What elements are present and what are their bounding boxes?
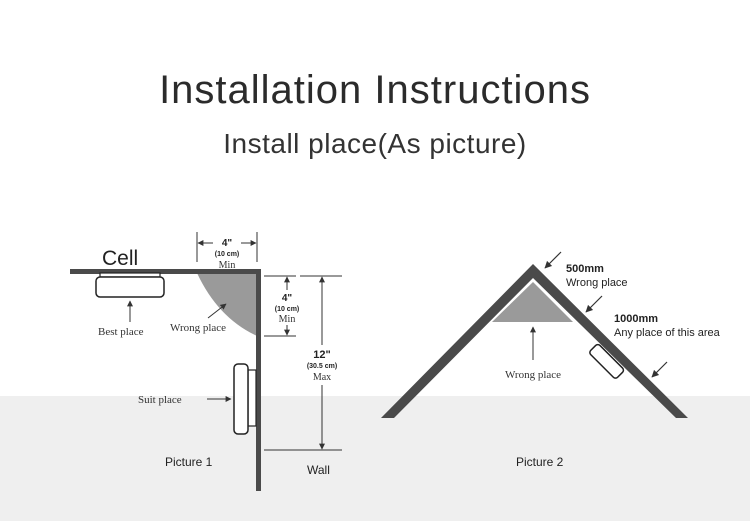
dim-500-label: 500mm — [566, 263, 604, 275]
max-dim-value: 12" — [313, 349, 330, 361]
top-dim-note: Min — [219, 260, 236, 271]
wrong-place-2-label: Wrong place — [505, 369, 561, 381]
wrong-place-label: Wrong place — [170, 322, 226, 334]
wrong-place-1-label: Wrong place — [566, 277, 628, 289]
suit-place-label: Suit place — [138, 394, 182, 406]
side-dim-metric: (10 cm) — [275, 306, 300, 313]
top-dim-metric: (10 cm) — [215, 251, 240, 258]
picture-1-caption: Picture 1 — [165, 455, 213, 469]
best-place-label: Best place — [98, 326, 144, 338]
max-dim-metric: (30.5 cm) — [307, 363, 337, 370]
ceiling-detector-body — [95, 276, 165, 298]
picture-2: 500mm Wrong place 1000mm Any place of th… — [381, 251, 721, 469]
max-dim-note: Max — [313, 372, 331, 383]
wall-detector-body — [233, 363, 249, 435]
side-dim-note: Min — [279, 314, 296, 325]
dim-1000-label: 1000mm — [614, 313, 658, 325]
1000mm-pointer — [651, 361, 668, 378]
top-dim-value: 4" — [222, 238, 233, 249]
wall-label: Wall — [307, 463, 330, 477]
page-subtitle: Install place(As picture) — [223, 128, 527, 159]
floor-background — [0, 396, 750, 521]
picture-2-caption: Picture 2 — [516, 455, 564, 469]
page-title: Installation Instructions — [159, 68, 591, 112]
wrong-zone-apex — [492, 282, 573, 322]
side-dim-value: 4" — [282, 293, 293, 304]
wrong-zone-corner — [197, 273, 257, 336]
roof-detector — [589, 343, 625, 379]
wall-detector-base — [247, 369, 257, 427]
ceiling-line — [70, 269, 261, 274]
apex-pointer — [544, 251, 562, 269]
wall-line — [256, 269, 261, 491]
500mm-pointer — [585, 295, 603, 313]
picture-1: Cell 4" (10 cm) Min 4" (10 cm) Min 12" (… — [70, 232, 342, 491]
any-place-label: Any place of this area — [614, 327, 721, 339]
wrong-place-pointer — [207, 303, 227, 319]
ceiling-label: Cell — [102, 247, 138, 270]
